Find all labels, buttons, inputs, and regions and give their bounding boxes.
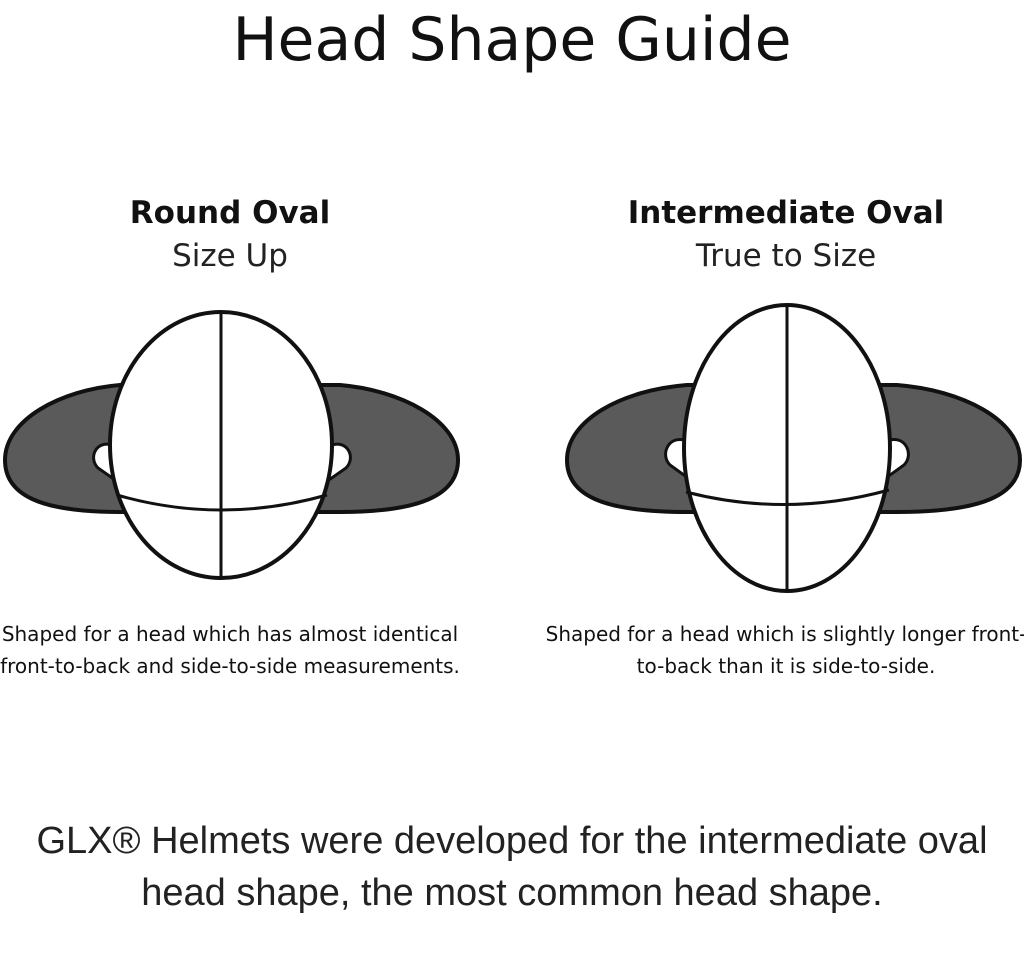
round-oval-description: Shaped for a head which has almost ident… xyxy=(0,622,460,678)
intermediate-oval-header: Intermediate Oval True to Size xyxy=(536,190,1024,276)
round-oval-header: Round Oval Size Up xyxy=(0,190,480,276)
intermediate-oval-description: Shaped for a head which is slightly long… xyxy=(545,622,1024,678)
intermediate-oval-fit: True to Size xyxy=(695,238,877,274)
intermediate-oval-head-diagram xyxy=(564,303,1023,593)
round-oval-head-diagram xyxy=(2,310,461,580)
glx-helmets-note: GLX® Helmets were developed for the inte… xyxy=(36,820,988,914)
round-oval-brow-line xyxy=(116,493,328,512)
intermediate-oval-name: Intermediate Oval xyxy=(627,195,945,231)
round-oval-fit: Size Up xyxy=(172,238,288,274)
round-oval-name: Round Oval xyxy=(129,195,331,231)
intermediate-oval-brow-line xyxy=(685,488,890,507)
page-title: Head Shape Guide xyxy=(232,5,792,75)
